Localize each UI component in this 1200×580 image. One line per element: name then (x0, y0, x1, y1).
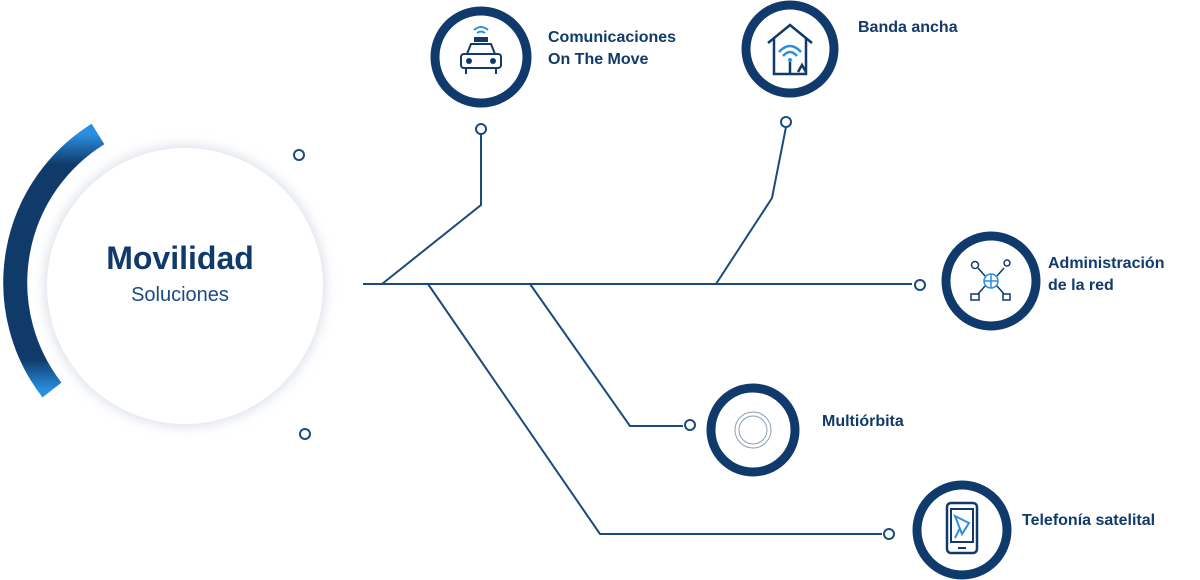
end-telefonia (883, 528, 895, 540)
end-administracion (914, 279, 926, 291)
hub-circle (47, 148, 323, 424)
end-comunicaciones (475, 123, 487, 135)
line-multiorbita (529, 283, 683, 427)
hub-dot-bottom (299, 428, 311, 440)
node-banda-ancha (741, 0, 839, 98)
hub-title: Movilidad (106, 240, 254, 276)
label-banda-ancha[interactable]: Banda ancha (858, 19, 958, 36)
hub-subtitle: Soluciones (131, 284, 229, 306)
line-banda-ancha (715, 126, 787, 285)
connector-ends (475, 116, 926, 540)
line-comunicaciones (381, 134, 482, 285)
orbit-icon (734, 411, 772, 449)
node-telefonia (912, 480, 1012, 580)
node-ring (912, 480, 1012, 580)
label-telefonia[interactable]: Telefonía satelital (1022, 512, 1156, 529)
hub-dot-top (293, 149, 305, 161)
hub (3, 123, 325, 440)
node-ring (706, 383, 800, 477)
end-multiorbita (684, 419, 696, 431)
line-telefonia (427, 283, 882, 535)
label-administracion[interactable]: Administración de la red (1048, 255, 1165, 294)
node-comunicaciones (430, 6, 532, 108)
node-multiorbita (706, 383, 800, 477)
end-banda-ancha (780, 116, 792, 128)
label-comunicaciones[interactable]: Comunicaciones On The Move (548, 29, 677, 68)
hub-arc (3, 123, 105, 398)
car-wifi-icon (460, 26, 502, 74)
house-wifi-icon (767, 23, 813, 76)
label-multiorbita[interactable]: Multiórbita (822, 413, 904, 430)
node-administracion (941, 231, 1041, 331)
connectors (363, 126, 912, 535)
network-globe-icon (970, 259, 1011, 301)
node-ring (741, 0, 839, 98)
satellite-phone-icon (945, 501, 979, 555)
node-ring (430, 6, 532, 108)
